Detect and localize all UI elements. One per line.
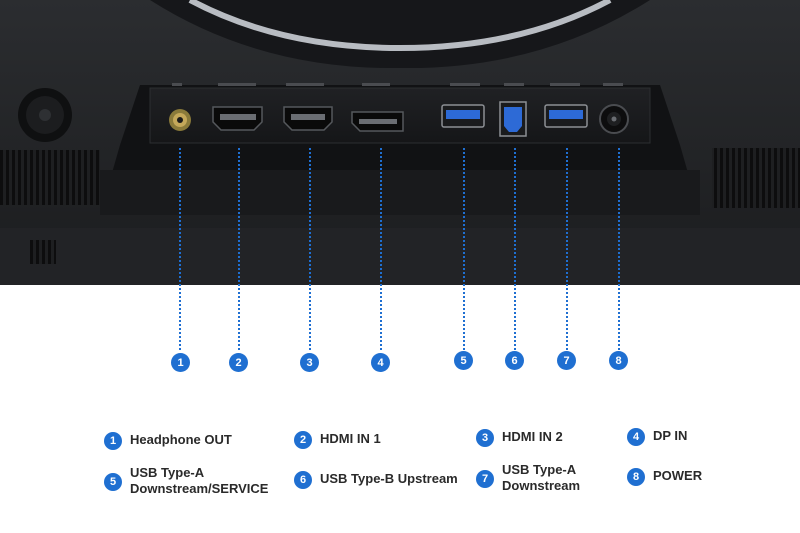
legend-item-3: 3 HDMI IN 2 <box>476 429 563 447</box>
legend-item-7: 7 USB Type-A Downstream <box>476 462 580 494</box>
legend-item-6: 6 USB Type-B Upstream <box>294 471 458 489</box>
port-badge-3: 3 <box>300 353 319 372</box>
leader-line-6 <box>514 148 516 350</box>
legend-badge-3: 3 <box>476 429 494 447</box>
leader-line-7 <box>566 148 568 350</box>
legend-badge-8: 8 <box>627 468 645 486</box>
legend-item-5: 5 USB Type-A Downstream/SERVICE <box>104 465 268 497</box>
port-badge-5: 5 <box>454 351 473 370</box>
legend-item-8: 8 POWER <box>627 468 702 486</box>
port-badge-4: 4 <box>371 353 390 372</box>
port-badge-6: 6 <box>505 351 524 370</box>
leader-line-1 <box>179 148 181 350</box>
legend-label-dp-in: DP IN <box>653 428 688 443</box>
legend-badge-7: 7 <box>476 470 494 488</box>
legend-label-power: POWER <box>653 468 703 483</box>
leader-line-4 <box>380 148 382 350</box>
legend-item-4: 4 DP IN <box>627 428 687 446</box>
legend-item-1: 1 Headphone OUT <box>104 432 232 450</box>
port-badge-7: 7 <box>557 351 576 370</box>
leader-line-8 <box>618 148 620 350</box>
legend-label-headphone-out: Headphone OUT <box>130 432 232 447</box>
legend-label-hdmi-in-1: HDMI IN 1 <box>320 431 381 446</box>
leader-line-2 <box>238 148 240 350</box>
legend-badge-1: 1 <box>104 432 122 450</box>
port-badge-8: 8 <box>609 351 628 370</box>
monitor-rear-ports-photo <box>0 0 800 285</box>
leader-line-5 <box>463 148 465 350</box>
port-badge-1: 1 <box>171 353 190 372</box>
legend-badge-6: 6 <box>294 471 312 489</box>
leader-line-3 <box>309 148 311 350</box>
legend-label-usb-a-service: USB Type-A Downstream/SERVICE <box>130 465 269 496</box>
legend-label-usb-b-upstream: USB Type-B Upstream <box>320 471 458 486</box>
legend-badge-5: 5 <box>104 473 122 491</box>
port-badge-2: 2 <box>229 353 248 372</box>
legend-badge-2: 2 <box>294 431 312 449</box>
legend-label-usb-a-downstream: USB Type-A Downstream <box>502 462 581 493</box>
legend-badge-4: 4 <box>627 428 645 446</box>
legend-label-hdmi-in-2: HDMI IN 2 <box>502 429 563 444</box>
legend-item-2: 2 HDMI IN 1 <box>294 431 381 449</box>
